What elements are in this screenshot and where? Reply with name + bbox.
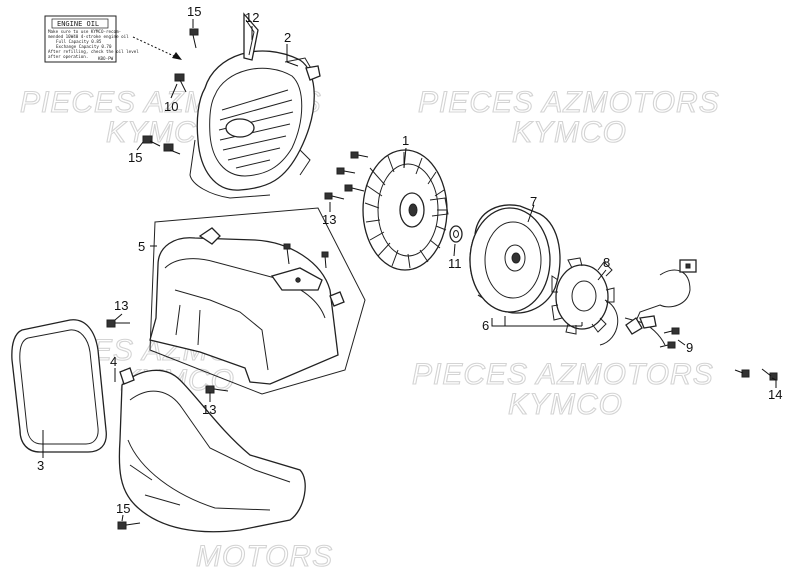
callout-labels: 1 2 3 4 5 6 7 8 9 10 11 12 13 13 13 14 1… bbox=[37, 4, 782, 516]
watermark-kymco-top-right: KYMCO bbox=[512, 116, 627, 149]
callout-label: 4 bbox=[110, 354, 117, 369]
lower-cover-part bbox=[118, 367, 306, 533]
watermark-kymco-mid-right: KYMCO bbox=[508, 388, 623, 421]
engine-oil-label-line: After refilling, check the oil level bbox=[48, 49, 139, 54]
callout-label: 1 bbox=[402, 133, 409, 148]
callout-label: 11 bbox=[448, 256, 462, 271]
callout-label: 13 bbox=[202, 402, 216, 417]
rotor-part bbox=[469, 204, 561, 314]
callout-label: 8 bbox=[603, 255, 610, 270]
callout-label: 15 bbox=[116, 501, 130, 516]
callout-label: 6 bbox=[482, 318, 489, 333]
engine-oil-label-footnote: KBO-PW bbox=[98, 56, 114, 61]
callout-label: 13 bbox=[322, 212, 336, 227]
gasket-frame-part bbox=[11, 319, 107, 453]
flywheel-fan-part bbox=[362, 149, 449, 271]
watermark-pieces-top-right: PIECES AZMOTORS bbox=[418, 86, 720, 119]
callout-label: 14 bbox=[768, 387, 782, 402]
engine-oil-label-line: Full Capacity 0.85 bbox=[56, 39, 102, 44]
callout-label: 7 bbox=[530, 194, 537, 209]
callout-label: 5 bbox=[138, 239, 145, 254]
flywheel-nut-part bbox=[449, 225, 463, 243]
fan-cover-part bbox=[189, 50, 315, 199]
engine-oil-label-line: mended 10W40 4-stroke engine oil bbox=[48, 34, 129, 39]
engine-oil-label-title: ENGINE OIL bbox=[57, 20, 99, 28]
callout-label: 13 bbox=[114, 298, 128, 313]
direction-arrow bbox=[132, 36, 182, 60]
callout-label: 9 bbox=[686, 340, 693, 355]
misc-bolts bbox=[106, 319, 229, 530]
callout-label: 2 bbox=[284, 30, 291, 45]
engine-oil-label: ENGINE OIL Make sure to use KYMCO-recom-… bbox=[44, 15, 139, 63]
leader-lines bbox=[42, 19, 777, 522]
flywheel-bolts bbox=[324, 151, 369, 200]
stator-part bbox=[551, 257, 697, 346]
cover-fasteners bbox=[142, 12, 321, 155]
callout-label: 3 bbox=[37, 458, 44, 473]
callout-label: 12 bbox=[245, 10, 259, 25]
engine-oil-label-line: after operation. bbox=[48, 54, 88, 59]
shroud-part bbox=[149, 207, 366, 395]
watermark-layer: PIECES AZMOTORS KYMCO PIECES AZMOTORS KY… bbox=[17, 85, 720, 568]
engine-oil-label-line: Make sure to use KYMCO-recom- bbox=[48, 29, 121, 34]
callout-label: 15 bbox=[128, 150, 142, 165]
right-bolts bbox=[734, 368, 778, 381]
callout-label: 10 bbox=[164, 99, 178, 114]
callout-label: 15 bbox=[187, 4, 201, 19]
stator-bolts bbox=[659, 327, 680, 349]
watermark-motors-bottom: MOTORS bbox=[196, 540, 333, 568]
engine-oil-label-line: Exchange Capacity 0.70 bbox=[56, 44, 112, 49]
watermark-pieces-mid-right: PIECES AZMOTORS bbox=[412, 358, 714, 391]
